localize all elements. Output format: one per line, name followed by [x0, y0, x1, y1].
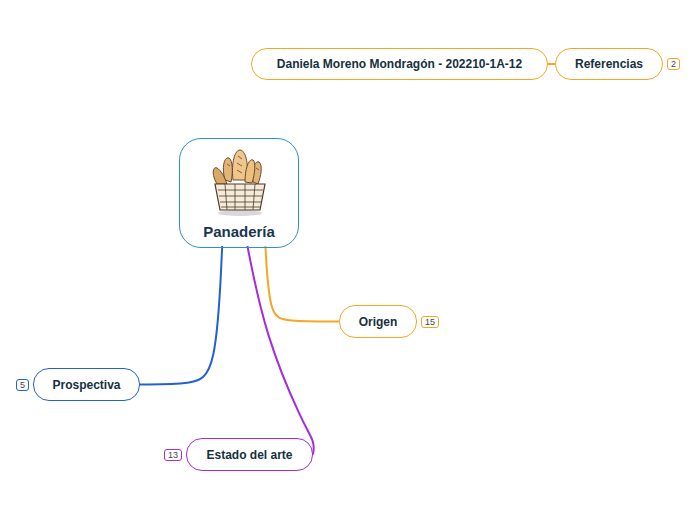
topic-box: Referencias	[555, 48, 663, 80]
branch-connector	[247, 246, 313, 455]
node-label: Panadería	[203, 223, 275, 240]
node-label: Origen	[359, 315, 398, 329]
node-label: Prospectiva	[52, 378, 120, 392]
node-label: Estado del arte	[206, 448, 292, 462]
callout-number: 5	[16, 379, 29, 391]
topic-box: Estado del arte	[186, 438, 313, 471]
topic-box: Prospectiva	[33, 368, 140, 401]
bread-basket-icon	[205, 146, 275, 218]
topic-box: Daniela Moreno Mondragón - 202210-1A-12	[251, 48, 548, 80]
callout-number: 2	[667, 58, 680, 70]
branch-connector	[265, 246, 339, 322]
callout-number: 15	[421, 316, 439, 328]
branch-connector	[548, 63, 555, 65]
topic-box: Origen	[339, 305, 417, 338]
branch-connector	[140, 246, 222, 385]
node-label: Referencias	[575, 57, 643, 71]
central-topic: Panadería	[179, 138, 299, 248]
callout-number: 13	[164, 449, 182, 461]
node-label: Daniela Moreno Mondragón - 202210-1A-12	[277, 57, 522, 71]
